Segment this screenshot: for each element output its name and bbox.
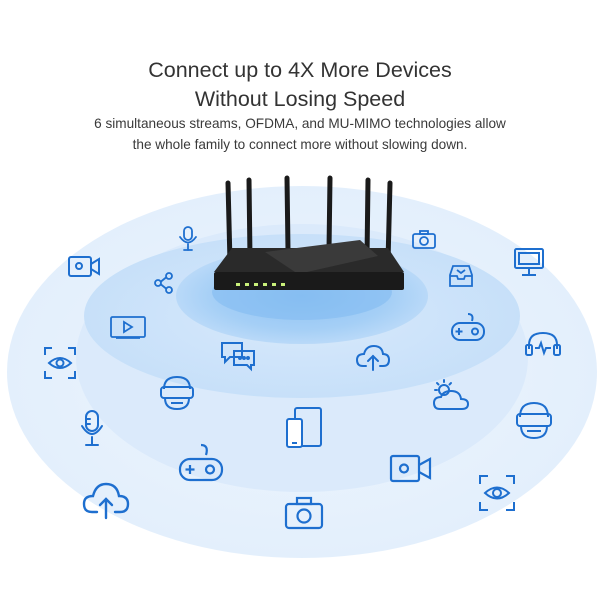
headline-line-2: Without Losing Speed [194, 87, 406, 112]
video-camera-icon [389, 454, 432, 483]
microphone-icon [80, 410, 104, 448]
eye-scan-icon [44, 347, 76, 379]
page-headline: Connect up to 4X More Devices Without Lo… [0, 56, 600, 114]
health-monitor-icon [525, 331, 561, 359]
vr-headset-icon [160, 375, 194, 411]
photo-camera-icon [284, 496, 324, 530]
monitor-icon [514, 248, 544, 278]
cloud-upload-icon [82, 482, 130, 520]
play-video-icon [110, 316, 146, 340]
inbox-icon [449, 265, 473, 287]
video-camera-icon [68, 256, 101, 277]
chat-icon [220, 341, 256, 372]
gamepad-icon [178, 443, 224, 483]
headline-line-1: Connect up to 4X More Devices [148, 58, 452, 83]
description-line-1: 6 simultaneous streams, OFDMA, and MU-MI… [94, 116, 506, 131]
description-line-2: the whole family to connect more without… [132, 137, 468, 152]
eye-scan-icon [479, 475, 515, 511]
cloud-upload-icon [355, 344, 391, 372]
microphone-icon [178, 226, 198, 252]
weather-icon [431, 379, 471, 411]
camera-icon [412, 230, 436, 249]
gamepad-icon [450, 312, 486, 342]
tablet-phone-icon [286, 407, 322, 449]
vr-headset-icon [516, 401, 552, 441]
description: 6 simultaneous streams, OFDMA, and MU-MI… [0, 113, 600, 155]
share-icon [154, 272, 174, 294]
